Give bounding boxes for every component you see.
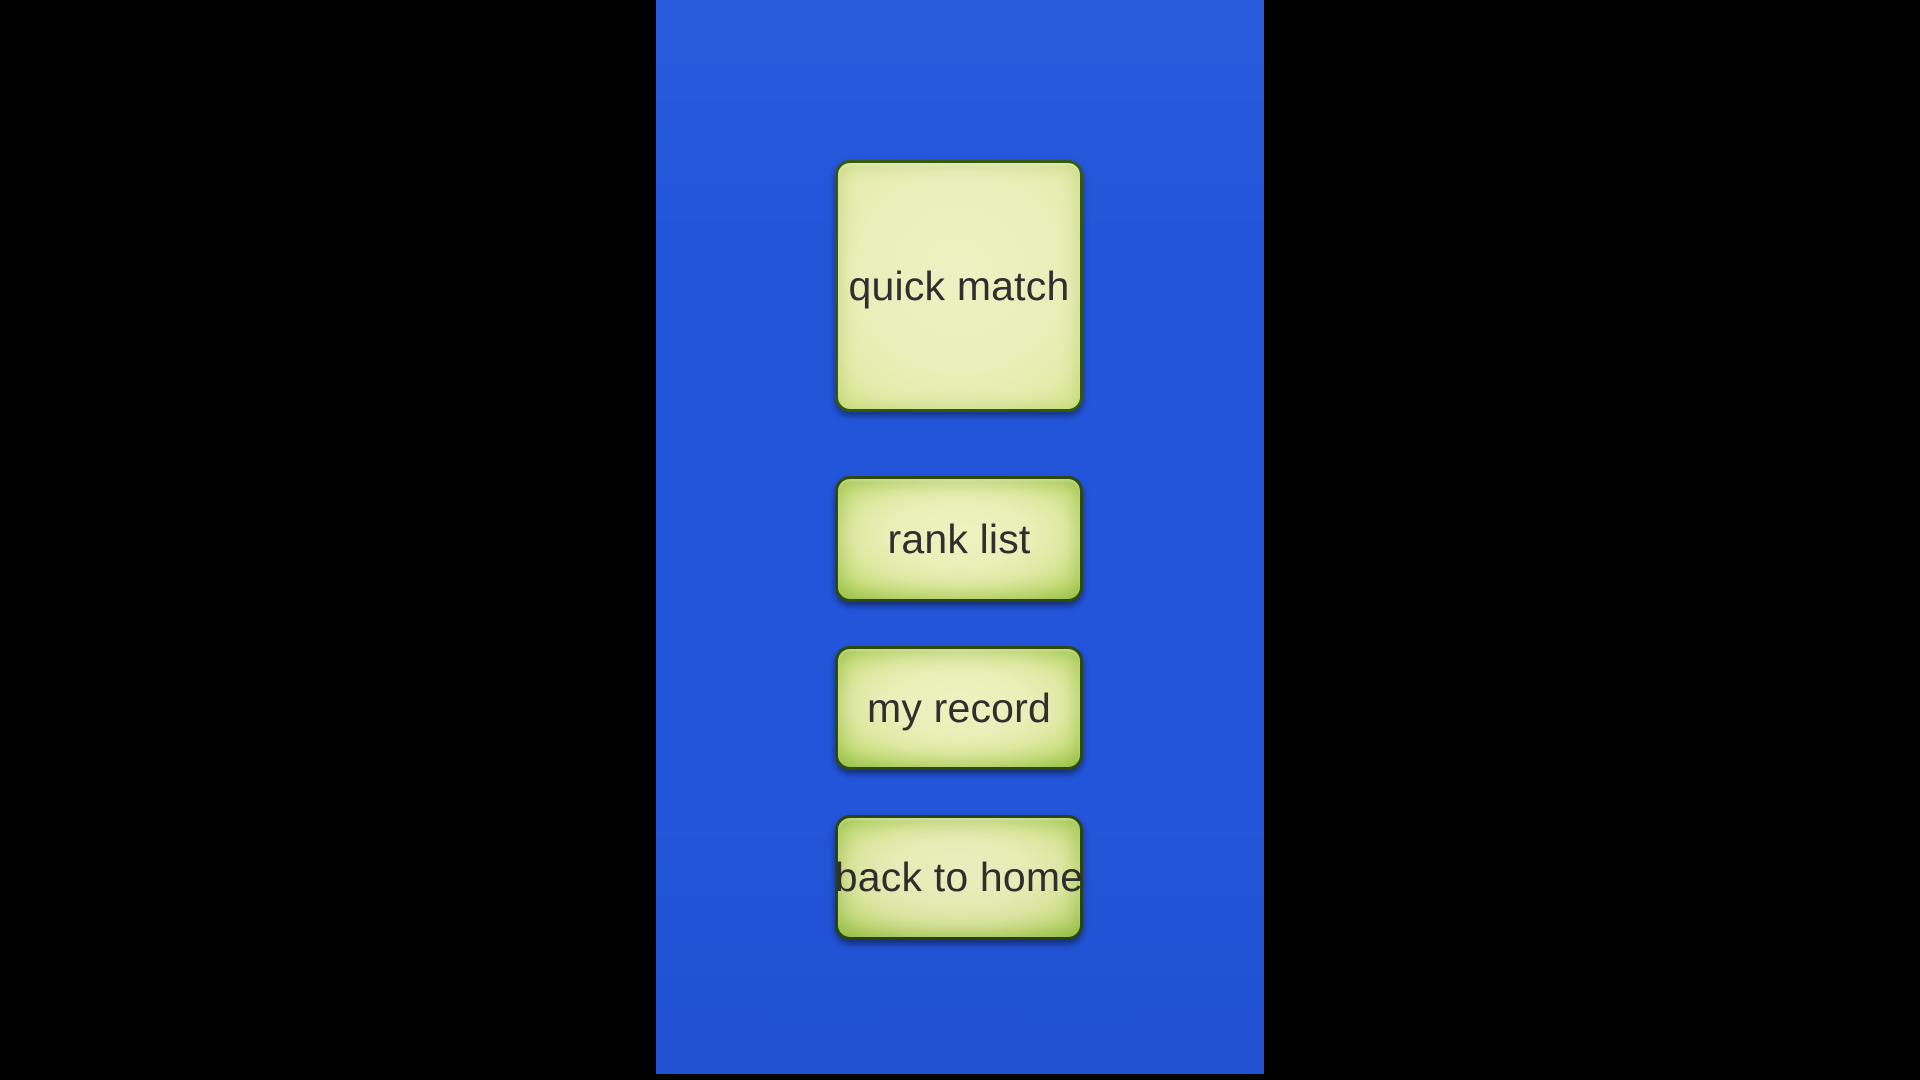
back-to-home-button[interactable]: back to home <box>835 815 1083 940</box>
rank-list-button-label: rank list <box>887 515 1031 562</box>
rank-list-button[interactable]: rank list <box>835 476 1083 602</box>
quick-match-button-label: quick match <box>848 262 1070 309</box>
right-letterbox <box>1264 0 1920 1080</box>
my-record-button-label: my record <box>866 684 1052 731</box>
main-menu: quick match rank list my record back to … <box>656 0 1264 1074</box>
left-letterbox <box>0 0 656 1080</box>
bottom-letterbox <box>0 1074 1920 1080</box>
game-menu-panel: quick match rank list my record back to … <box>656 0 1264 1074</box>
back-to-home-button-label: back to home <box>834 854 1084 900</box>
my-record-button[interactable]: my record <box>835 646 1083 770</box>
quick-match-button[interactable]: quick match <box>835 160 1083 412</box>
